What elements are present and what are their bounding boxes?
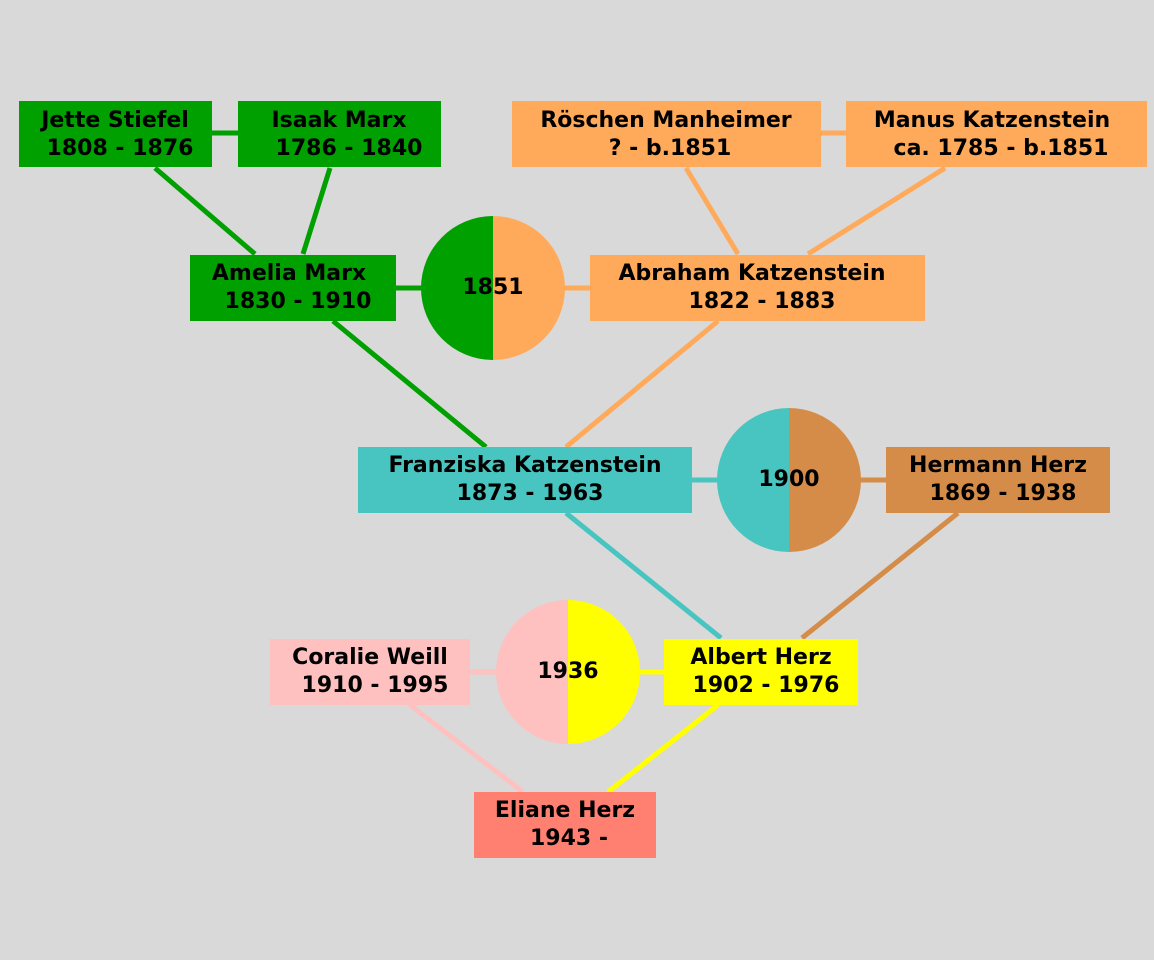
person-dates: 1902 - 1976: [693, 673, 840, 698]
marriage-1851: 1851: [421, 216, 565, 360]
marriage-1936: 1936: [496, 600, 640, 744]
franziska-albert-line: [564, 511, 723, 640]
person-coralie-weill: Coralie Weill 1910 - 1995: [270, 639, 470, 705]
person-abraham-katzenstein: Abraham Katzenstein 1822 - 1883: [590, 255, 925, 321]
person-name: Albert Herz: [690, 645, 831, 670]
abraham-franziska-line: [564, 319, 720, 449]
amelia-franziska-line: [331, 319, 488, 449]
person-name: Röschen Manheimer: [540, 108, 791, 133]
marriage-year: 1851: [462, 275, 523, 300]
person-dates: ca. 1785 - b.1851: [894, 136, 1109, 161]
person-hermann-herz: Hermann Herz 1869 - 1938: [886, 447, 1110, 513]
person-dates: ? - b.1851: [609, 136, 732, 161]
person-franziska-katzenstein: Franziska Katzenstein 1873 - 1963: [358, 447, 692, 513]
person-amelia-marx: Amelia Marx 1830 - 1910: [190, 255, 396, 321]
marriage-1900: 1900: [717, 408, 861, 552]
person-dates: 1943 -: [530, 826, 608, 851]
marriage-half-right: [789, 408, 861, 552]
albert-eliane-line: [606, 703, 720, 794]
person-dates: 1869 - 1938: [930, 481, 1077, 506]
marriage-half-left: [496, 600, 568, 744]
person-dates: 1873 - 1963: [457, 481, 604, 506]
marriage-half-right: [568, 600, 640, 744]
person-albert-herz: Albert Herz 1902 - 1976: [664, 639, 858, 705]
marriage-half-left: [717, 408, 789, 552]
person-dates: 1786 - 1840: [276, 136, 423, 161]
person-name: Jette Stiefel: [39, 108, 189, 133]
person-dates: 1830 - 1910: [225, 289, 372, 314]
person-name: Franziska Katzenstein: [388, 453, 661, 478]
person-roeschen-manheimer: Röschen Manheimer ? - b.1851: [512, 101, 821, 167]
marriage-year: 1900: [758, 467, 819, 492]
person-eliane-herz: Eliane Herz 1943 -: [474, 792, 656, 858]
person-name: Abraham Katzenstein: [618, 261, 885, 286]
jette-amelia-line: [153, 166, 257, 256]
person-isaak-marx: Isaak Marx 1786 - 1840: [238, 101, 441, 167]
person-name: Eliane Herz: [495, 798, 635, 823]
person-name: Coralie Weill: [292, 645, 448, 670]
person-jette-stiefel: Jette Stiefel 1808 - 1876: [19, 101, 212, 167]
hermann-albert-line: [800, 511, 960, 640]
roeschen-abraham-line: [683, 166, 741, 256]
coralie-eliane-line: [408, 703, 525, 794]
person-name: Amelia Marx: [212, 261, 366, 286]
person-dates: 1910 - 1995: [302, 673, 449, 698]
person-name: Hermann Herz: [909, 453, 1087, 478]
manus-abraham-line: [806, 165, 947, 257]
marriage-half-right: [493, 216, 565, 360]
person-dates: 1822 - 1883: [689, 289, 836, 314]
person-name: Isaak Marx: [271, 108, 406, 133]
isaak-amelia-line: [300, 167, 333, 255]
connector-lines: [153, 130, 960, 794]
person-dates: 1808 - 1876: [47, 136, 194, 161]
person-name: Manus Katzenstein: [874, 108, 1110, 133]
marriage-half-left: [421, 216, 493, 360]
person-manus-katzenstein: Manus Katzenstein ca. 1785 - b.1851: [846, 101, 1147, 167]
marriage-year: 1936: [537, 659, 598, 684]
